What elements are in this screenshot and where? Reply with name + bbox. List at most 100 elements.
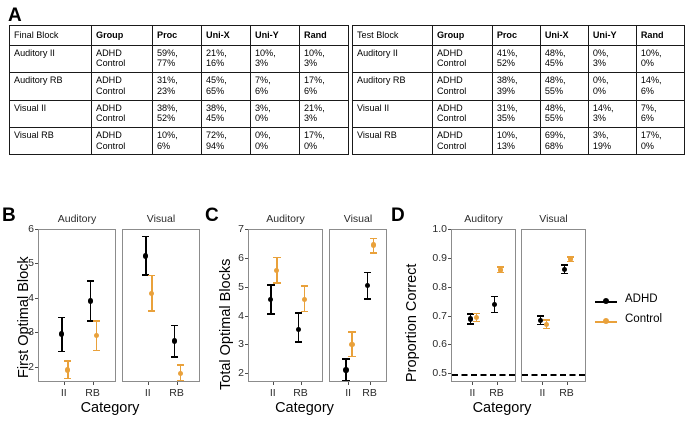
facet-panel-auditory: [38, 229, 116, 382]
panel-letter-a: A: [8, 5, 22, 26]
x-axis-title: Category: [275, 400, 334, 416]
x-tick-mark: [300, 382, 302, 385]
data-point: [177, 370, 184, 377]
data-point: [370, 242, 377, 248]
cell-uni-x: 48%, 55%: [539, 72, 589, 101]
error-bar-cap-upper: [369, 237, 378, 240]
x-tick-label-ii: II: [469, 387, 476, 399]
error-bar-cap-lower: [542, 327, 551, 330]
data-point: [497, 267, 504, 273]
y-tick-mark: [448, 229, 451, 230]
x-axis-title: Category: [80, 400, 140, 416]
error-bar-cap-upper: [92, 320, 101, 322]
y-tick-mark: [245, 373, 248, 375]
cell-uni-y: 3%, 19%: [587, 127, 637, 156]
error-bar-cap-lower: [57, 350, 66, 353]
y-tick-label: 4: [238, 309, 244, 322]
cell-uni-y: 0%, 3%: [587, 44, 637, 74]
cell-block-name: Visual RB: [352, 127, 433, 156]
cell-rand: 14%, 6%: [635, 72, 685, 101]
y-tick-mark: [245, 257, 248, 259]
data-point: [364, 283, 371, 289]
error-bar-cap-lower: [466, 323, 475, 325]
data-point: [171, 338, 178, 344]
y-tick-label: 0.6: [432, 338, 447, 351]
cell-uni-y: 14%, 3%: [587, 99, 637, 129]
cell-group: ADHD Control: [431, 72, 493, 101]
cell-block-name: Auditory II: [9, 44, 92, 74]
error-bar-cap-lower: [141, 274, 150, 277]
facet-strip-auditory: Auditory: [266, 213, 305, 225]
column-header-rand: Rand: [299, 25, 349, 46]
column-header-uni-y: Uni-Y: [250, 25, 300, 46]
x-tick-label-rb: RB: [489, 387, 504, 399]
error-bar-cap-upper: [560, 264, 569, 266]
y-tick-mark: [245, 315, 248, 317]
x-tick-label-ii: II: [345, 387, 352, 399]
data-point: [491, 301, 498, 308]
facet-strip-visual: Visual: [539, 213, 568, 225]
cell-rand: 17%, 0%: [299, 127, 349, 156]
cell-uni-y: 10%, 3%: [250, 44, 300, 74]
legend-label: Control: [625, 313, 663, 325]
error-bar-cap-upper: [267, 283, 275, 286]
column-header-uni-x: Uni-X: [539, 25, 589, 46]
legend-point-marker: [603, 298, 609, 304]
chance-level-line: [452, 374, 515, 377]
error-bar-cap-upper: [86, 280, 95, 282]
y-tick-mark: [448, 373, 451, 375]
data-point: [301, 296, 308, 303]
cell-group: ADHD Control: [431, 44, 493, 74]
cell-uni-x: 69%, 68%: [539, 127, 589, 156]
x-tick-mark: [369, 382, 371, 385]
error-bar-cap-lower: [348, 355, 356, 358]
error-bar-cap-upper: [472, 312, 481, 315]
cell-uni-x: 45%, 65%: [201, 72, 251, 101]
error-bar-cap-upper: [542, 319, 551, 322]
cell-block-name: Auditory RB: [9, 72, 92, 101]
error-bar-cap-lower: [273, 282, 281, 284]
panel-letter-b: B: [2, 205, 16, 226]
x-tick-label-rb: RB: [559, 387, 574, 399]
y-tick-label: 3: [28, 326, 34, 339]
cell-uni-x: 72%, 94%: [201, 127, 251, 156]
x-tick-mark: [348, 382, 350, 385]
column-header-rand: Rand: [635, 25, 685, 46]
y-tick-label: 7: [238, 223, 244, 235]
facet-panel-visual: [329, 229, 387, 382]
error-bar-cap-lower: [363, 298, 372, 300]
error-bar-cap-upper: [176, 364, 185, 366]
data-point: [473, 314, 480, 321]
cell-uni-y: 0%, 0%: [250, 127, 300, 156]
cell-group: ADHD Control: [91, 127, 153, 156]
panel-letter-d: D: [391, 205, 405, 226]
legend-point-marker: [603, 318, 609, 324]
error-bar-cap-lower: [267, 312, 275, 315]
y-tick-label: 1.0: [432, 223, 447, 235]
data-point: [567, 256, 574, 262]
y-tick-label: 0.7: [432, 309, 447, 322]
cell-rand: 10%, 3%: [299, 44, 349, 74]
cell-uni-y: 7%, 6%: [250, 72, 300, 101]
cell-group: ADHD Control: [91, 72, 153, 101]
error-bar-cap-upper: [300, 285, 309, 288]
y-tick-label: 6: [28, 223, 34, 235]
error-bar-cap-upper: [466, 313, 475, 315]
cell-block-name: Auditory RB: [352, 72, 433, 101]
x-tick-mark: [496, 382, 498, 385]
data-point: [65, 367, 71, 373]
data-point: [149, 290, 155, 296]
cell-rand: 10%, 0%: [635, 44, 685, 74]
data-point: [87, 298, 94, 304]
error-bar-cap-lower: [536, 323, 545, 326]
cell-group: ADHD Control: [91, 44, 153, 74]
